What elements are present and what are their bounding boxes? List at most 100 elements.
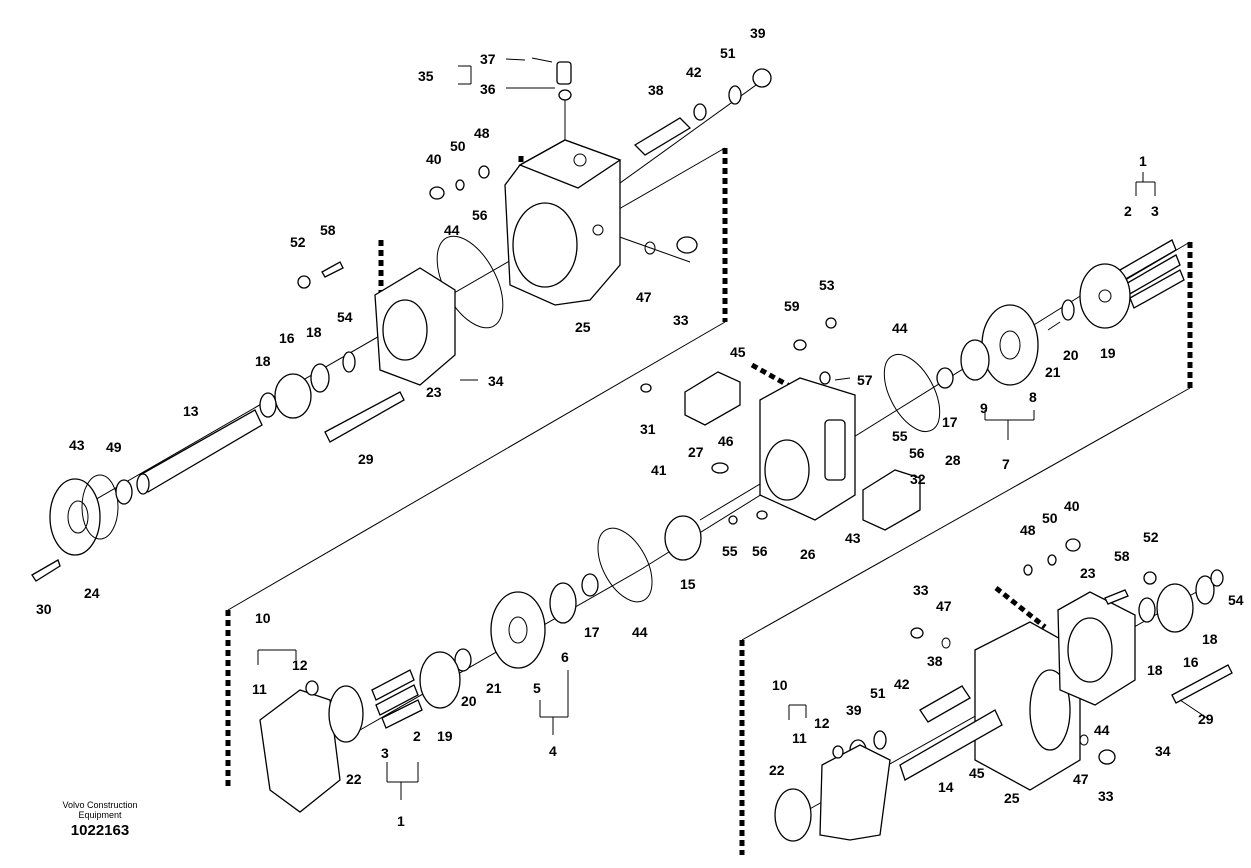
callout-34: 34: [488, 373, 504, 389]
callout-58: 58: [1114, 548, 1130, 564]
callout-10: 10: [772, 677, 788, 693]
callout-24: 24: [84, 585, 100, 601]
callout-18: 18: [1147, 662, 1163, 678]
callout-40: 40: [1064, 498, 1080, 514]
callout-49: 49: [106, 439, 122, 455]
callout-17: 17: [942, 414, 958, 430]
callout-52: 52: [290, 234, 306, 250]
bolts-2-3: [1119, 239, 1185, 309]
callout-42: 42: [894, 676, 910, 692]
valve-plate-19-lower: [419, 651, 461, 709]
callout-2: 2: [1124, 203, 1132, 219]
callout-52: 52: [1143, 529, 1159, 545]
callout-13: 13: [183, 403, 199, 419]
section-break-lines: [225, 147, 1193, 855]
caption-line1: Volvo Construction: [62, 800, 138, 810]
callout-55: 55: [892, 428, 908, 444]
cylinder-block-5: [490, 591, 546, 669]
callout-35: 35: [418, 68, 434, 84]
callout-45: 45: [730, 344, 746, 360]
callout-19: 19: [1100, 345, 1116, 361]
diagram-id: 1022163: [70, 822, 130, 839]
leader-lines: [257, 58, 1211, 800]
callout-12: 12: [814, 715, 830, 731]
callout-16: 16: [1183, 654, 1199, 670]
end-cover-23: [374, 267, 456, 386]
callout-40: 40: [426, 151, 442, 167]
callout-29: 29: [1198, 711, 1214, 727]
callout-1: 1: [1139, 153, 1147, 169]
bolt-29: [324, 391, 405, 443]
callout-10: 10: [255, 610, 271, 626]
callout-39: 39: [750, 25, 766, 41]
callout-37: 37: [480, 51, 496, 67]
callout-3: 3: [381, 745, 389, 761]
small-pins: [640, 317, 837, 525]
swash-plate-11-lower: [259, 680, 341, 813]
callout-56: 56: [752, 543, 768, 559]
bolt-30: [31, 559, 61, 582]
callout-47: 47: [1073, 771, 1089, 787]
callout-33: 33: [913, 582, 929, 598]
callout-51: 51: [720, 45, 736, 61]
callout-1: 1: [397, 813, 405, 829]
callout-7: 7: [1002, 456, 1010, 472]
callout-41: 41: [651, 462, 667, 478]
callout-50: 50: [450, 138, 466, 154]
washer-stack-40-50-48: [429, 165, 490, 200]
callout-54: 54: [1228, 592, 1244, 608]
spring-seat-9: [936, 339, 990, 389]
callout-4: 4: [549, 743, 557, 759]
callout-29: 29: [358, 451, 374, 467]
callout-8: 8: [1029, 389, 1037, 405]
callout-14: 14: [938, 779, 954, 795]
callout-55: 55: [722, 543, 738, 559]
callout-36: 36: [480, 81, 496, 97]
callout-15: 15: [680, 576, 696, 592]
callout-38: 38: [927, 653, 943, 669]
callout-50: 50: [1042, 510, 1058, 526]
callout-12: 12: [292, 657, 308, 673]
callout-27: 27: [688, 444, 704, 460]
callout-43: 43: [845, 530, 861, 546]
valve-plate-19-upper: [1079, 263, 1131, 329]
callout-53: 53: [819, 277, 835, 293]
callout-21: 21: [486, 680, 502, 696]
callout-32: 32: [910, 471, 926, 487]
callout-22: 22: [346, 771, 362, 787]
callout-3: 3: [1151, 203, 1159, 219]
callout-31: 31: [640, 421, 656, 437]
callout-18: 18: [255, 353, 271, 369]
o-ring-44-mid: [883, 354, 941, 432]
callout-44: 44: [892, 320, 908, 336]
callout-25: 25: [1004, 790, 1020, 806]
pump-housing-25: [504, 139, 622, 306]
callout-45: 45: [969, 765, 985, 781]
gear-15: [664, 515, 702, 561]
callout-33: 33: [673, 312, 689, 328]
callout-47: 47: [636, 289, 652, 305]
callout-labels: 35 37 36 38 42 51 39 40 50 48 52 58 56 4…: [36, 25, 1244, 829]
pin-52-58: [297, 261, 344, 289]
callout-23: 23: [1080, 565, 1096, 581]
callout-48: 48: [1020, 522, 1036, 538]
plate-22-lower: [328, 685, 364, 743]
bushing-17-lower: [581, 573, 599, 597]
callout-42: 42: [686, 64, 702, 80]
callout-33: 33: [1098, 788, 1114, 804]
pistons-2-3-lower: [371, 669, 423, 729]
caption-line2: Equipment: [78, 810, 122, 820]
callout-16: 16: [279, 330, 295, 346]
flange-24: [49, 474, 133, 556]
plate-27: [684, 371, 741, 426]
callout-9: 9: [980, 400, 988, 416]
shaft-14: [899, 709, 1003, 781]
callout-58: 58: [320, 222, 336, 238]
plug-33-47: [644, 236, 698, 255]
callout-18: 18: [306, 324, 322, 340]
callout-25: 25: [575, 319, 591, 335]
adjuster-38: [633, 68, 772, 156]
callout-2: 2: [413, 728, 421, 744]
cover-28: [862, 469, 921, 531]
bolt-29-lower: [1171, 664, 1233, 704]
